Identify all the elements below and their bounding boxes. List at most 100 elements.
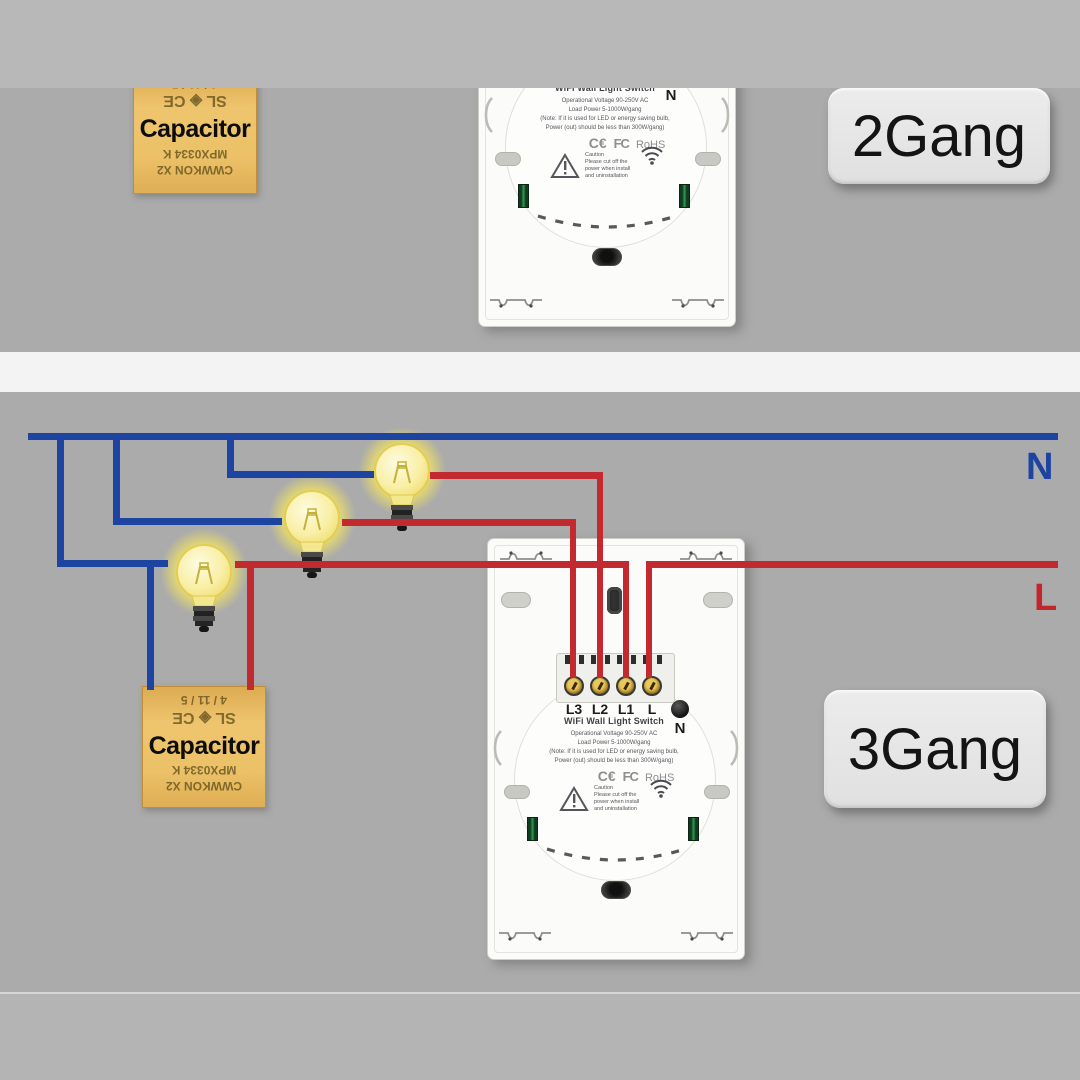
top-margin-band [0,0,1080,88]
capacitor-top-panel: 4 / 11 / 5 SL ◈ CE Capacitor MPX0334 K C… [133,88,257,194]
side-slot [504,785,530,799]
light-bulb [160,528,248,632]
live-wire-terminal-L3 [570,523,576,678]
side-slot [695,152,721,166]
terminal-screw [616,676,636,696]
fcc-mark-icon: FC [622,769,639,784]
terminal-screw [564,676,584,696]
side-clip-icon [484,97,494,133]
gang-label-text: 2Gang [851,103,1027,169]
side-clip-icon [493,730,503,766]
vent-slots [537,214,677,229]
neutral-wire-drop-3 [227,433,234,478]
capacitor-marking: CWWKON X2 [157,163,233,177]
neutral-wire-to-bulb-1 [57,560,168,567]
capacitor-marking: SL ◈ CE [172,709,236,726]
mounting-bracket-icon [672,299,724,308]
switch-round-module [505,88,707,248]
live-wire-to-capacitor [247,561,254,690]
caution-line: power when install [594,799,640,805]
switch-title: WiFi Wall Light Switch [555,88,655,93]
capacitor-marking: CWWKON X2 [166,779,242,793]
neutral-terminal-label: N [665,88,677,104]
caution-text: Caution Please cut off the power when in… [585,152,647,180]
fcc-mark-icon: FC [613,136,630,151]
light-bulb [268,474,356,578]
wifi-wall-switch-2gang: L3 L2 L1 L N WiFi Wall Light Switch Oper… [478,88,736,327]
bottom-margin-band [0,992,1080,1080]
terminal-label: L1 [617,701,635,717]
switch-spec-line: Load Power 5-1000W/gang [577,740,651,746]
capacitor-bottom-panel: 4 / 11 / 5 SL ◈ CE Capacitor MPX0334 K C… [142,686,266,808]
switch-spec-line: Power (out) should be less than 300W/gan… [554,758,674,764]
gang-count-label-3gang: 3Gang [824,690,1046,808]
live-wire-terminal-L1 [623,564,629,678]
capacitor-marking: MPX0334 K [171,763,237,777]
capacitor-marking: SL ◈ CE [163,92,227,109]
live-wire-bulb-1 [235,561,629,568]
neutral-wire-drop-1 [57,433,64,567]
caution-line: Please cut off the [585,159,628,165]
vent-slots [546,847,686,862]
neutral-wire-drop-2 [113,433,120,525]
caution-text: Caution Please cut off the power when in… [594,785,656,813]
neutral-terminal-label: N [674,720,686,737]
green-indicator [679,184,690,208]
mounting-bracket-icon [500,551,552,560]
switch-spec-line: (Note: If it is used for LED or energy s… [549,749,679,755]
neutral-wire-to-bulb-3 [227,471,374,478]
panel-separator-band [0,352,1080,392]
gang-count-label-2gang: 2Gang [828,88,1050,184]
green-indicator [518,184,529,208]
terminal-screw [642,676,662,696]
switch-bottom-slot [592,248,622,266]
caution-line: Please cut off the [594,792,637,798]
switch-spec-line: Load Power 5-1000W/gang [568,107,642,113]
side-clip-icon [729,730,739,766]
wifi-icon [650,779,672,798]
caution-triangle-icon [550,153,580,178]
side-slot [495,152,521,166]
gang-label-text: 3Gang [847,716,1023,782]
live-wire-bulb-2 [342,519,576,526]
terminal-label: L [647,701,657,717]
neutral-wire-to-bulb-2 [113,518,282,525]
switch-spec-line: Operational Voltage 90-250V AC [561,98,649,104]
side-slot [704,785,730,799]
live-wire-terminal-L2 [597,476,603,678]
caution-line: and uninstallation [594,806,637,812]
ce-mark-icon: C€ [588,135,607,151]
switch-spec-line: (Note: If it is used for LED or energy s… [540,116,670,122]
neutral-terminal-button [671,700,689,718]
wifi-icon [641,146,663,165]
switch-bottom-slot [601,881,631,899]
live-wire-bulb-3 [430,472,603,479]
side-slot [703,592,733,608]
live-bus-label: L [1034,577,1058,619]
mounting-bracket-icon [681,932,733,941]
capacitor-label: Capacitor [148,732,260,760]
caution-line: Caution [585,152,604,158]
live-wire-bus [646,561,1058,568]
side-clip-icon [720,97,730,133]
side-slot [501,592,531,608]
mounting-bracket-icon [499,932,551,941]
terminal-screw [590,676,610,696]
green-indicator [688,817,699,841]
live-wire-terminal-L [646,564,652,678]
capacitor-label: Capacitor [139,115,251,143]
capacitor-marking: 4 / 11 / 5 [180,693,228,707]
capacitor-marking: MPX0334 K [162,147,228,161]
neutral-wire-bus [28,433,1058,440]
mounting-bracket-icon [680,551,732,560]
terminal-label: L2 [591,701,609,717]
caution-line: Caution [594,785,613,791]
switch-spec-line: Operational Voltage 90-250V AC [570,731,658,737]
terminal-label: L3 [565,701,583,717]
switch-spec-line: Power (out) should be less than 300W/gan… [545,125,665,131]
switch-slot [607,587,622,614]
switch-inner-border [485,88,729,320]
top-panel-2gang: 4 / 11 / 5 SL ◈ CE Capacitor MPX0334 K C… [0,88,1080,352]
caution-line: and uninstallation [585,173,628,179]
